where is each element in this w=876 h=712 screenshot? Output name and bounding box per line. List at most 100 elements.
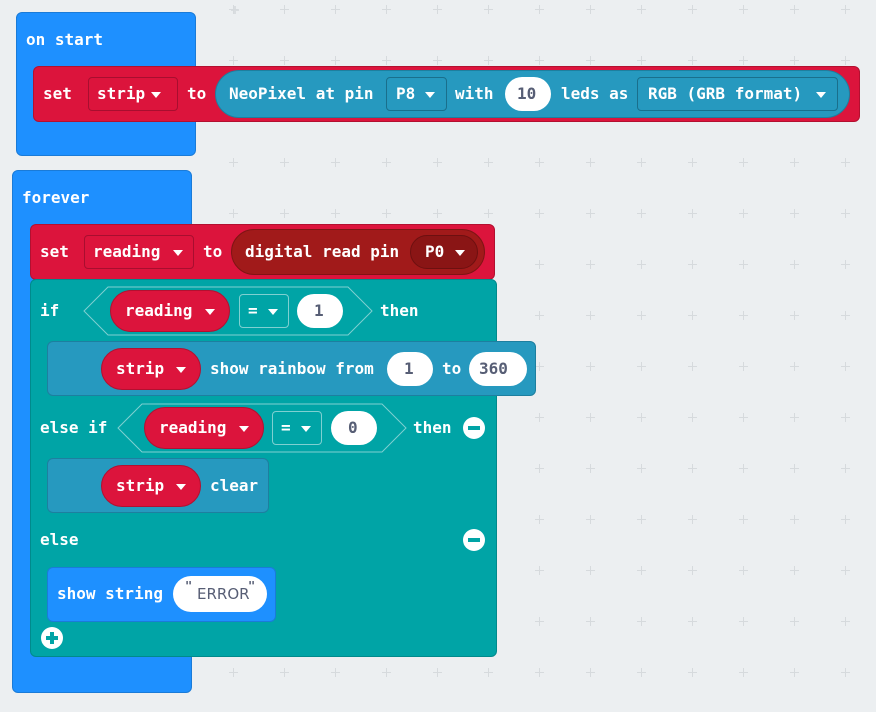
grid-marker (637, 515, 646, 524)
grid-marker (586, 515, 595, 524)
grid-marker (790, 260, 799, 269)
grid-marker (280, 56, 289, 65)
to-label: to (203, 242, 223, 261)
grid-marker (382, 56, 391, 65)
grid-marker (637, 158, 646, 167)
grid-marker (688, 413, 697, 422)
on-start-label: on start (26, 30, 104, 49)
leds-count-input[interactable]: 10 (505, 77, 551, 111)
grid-marker (790, 413, 799, 422)
reading-variable-reporter[interactable]: reading (144, 407, 264, 449)
grid-marker (790, 56, 799, 65)
grid-marker (586, 413, 595, 422)
grid-marker (790, 5, 799, 14)
grid-marker (229, 209, 238, 218)
pin-p0-dropdown[interactable]: P0 (410, 235, 478, 269)
grid-marker (331, 56, 340, 65)
grid-marker (688, 617, 697, 626)
plus-circle-icon[interactable] (41, 627, 63, 649)
grid-marker (688, 668, 697, 677)
grid-marker (739, 617, 748, 626)
chevron-down-icon (425, 92, 435, 98)
grid-marker (535, 56, 544, 65)
pin-p8-dropdown[interactable]: P8 (386, 77, 447, 111)
string-input[interactable]: " ERROR " (173, 576, 267, 612)
grid-marker (229, 56, 238, 65)
strip-variable-dropdown[interactable]: strip (88, 77, 178, 111)
show-string-label: show string (57, 584, 163, 603)
grid-marker (280, 209, 289, 218)
grid-marker (688, 5, 697, 14)
operator-dropdown[interactable]: = (239, 294, 289, 328)
grid-marker (586, 5, 595, 14)
grid-marker (841, 311, 850, 320)
reading-variable-reporter[interactable]: reading (110, 290, 230, 332)
minus-circle-icon[interactable] (463, 417, 485, 439)
grid-marker (535, 566, 544, 575)
grid-marker (535, 413, 544, 422)
compare-value-input[interactable]: 1 (297, 294, 343, 328)
grid-marker (535, 362, 544, 371)
grid-marker (586, 158, 595, 167)
grid-marker (790, 311, 799, 320)
grid-marker (841, 158, 850, 167)
rainbow-from-input[interactable]: 1 (387, 352, 433, 386)
grid-marker (586, 668, 595, 677)
grid-marker (586, 311, 595, 320)
grid-marker (841, 668, 850, 677)
grid-marker (586, 362, 595, 371)
grid-marker (382, 668, 391, 677)
grid-marker (637, 362, 646, 371)
grid-marker (637, 209, 646, 218)
grid-marker (382, 5, 391, 14)
rainbow-to-input[interactable]: 360 (469, 352, 527, 386)
digital-read-label: digital read pin (245, 242, 400, 261)
to-label: to (187, 84, 207, 103)
grid-marker (688, 158, 697, 167)
grid-marker (790, 515, 799, 524)
grid-marker (229, 158, 238, 167)
grid-marker (688, 566, 697, 575)
grid-marker (790, 209, 799, 218)
grid-marker (841, 566, 850, 575)
grid-marker (484, 209, 493, 218)
minus-circle-icon[interactable] (463, 529, 485, 551)
rainbow-to-label: to (442, 359, 462, 378)
grid-marker (484, 5, 493, 14)
format-dropdown[interactable]: RGB (GRB format) (637, 77, 838, 111)
compare-value-input[interactable]: 0 (331, 411, 377, 445)
grid-marker (790, 362, 799, 371)
grid-marker (739, 311, 748, 320)
operator-dropdown[interactable]: = (272, 411, 322, 445)
grid-marker (841, 617, 850, 626)
open-quote: " (185, 579, 193, 593)
chevron-down-icon (239, 426, 249, 432)
strip-variable-reporter[interactable]: strip (101, 465, 201, 507)
set-label: set (43, 84, 72, 103)
grid-marker (586, 209, 595, 218)
reading-variable-dropdown[interactable]: reading (84, 235, 194, 269)
grid-marker (637, 566, 646, 575)
grid-marker (535, 617, 544, 626)
grid-marker (841, 413, 850, 422)
grid-marker (637, 464, 646, 473)
grid-marker (535, 260, 544, 269)
grid-marker (535, 209, 544, 218)
grid-marker (637, 311, 646, 320)
grid-marker (841, 362, 850, 371)
grid-marker (790, 668, 799, 677)
grid-marker (841, 56, 850, 65)
grid-marker (535, 311, 544, 320)
grid-marker (688, 362, 697, 371)
grid-marker (535, 5, 544, 14)
grid-marker (637, 56, 646, 65)
grid-marker (280, 158, 289, 167)
grid-marker (739, 413, 748, 422)
else-label: else (40, 530, 79, 549)
grid-marker (688, 311, 697, 320)
grid-marker (841, 209, 850, 218)
grid-marker (280, 668, 289, 677)
grid-marker (841, 515, 850, 524)
strip-variable-reporter[interactable]: strip (101, 348, 201, 390)
forever-label: forever (22, 188, 90, 207)
